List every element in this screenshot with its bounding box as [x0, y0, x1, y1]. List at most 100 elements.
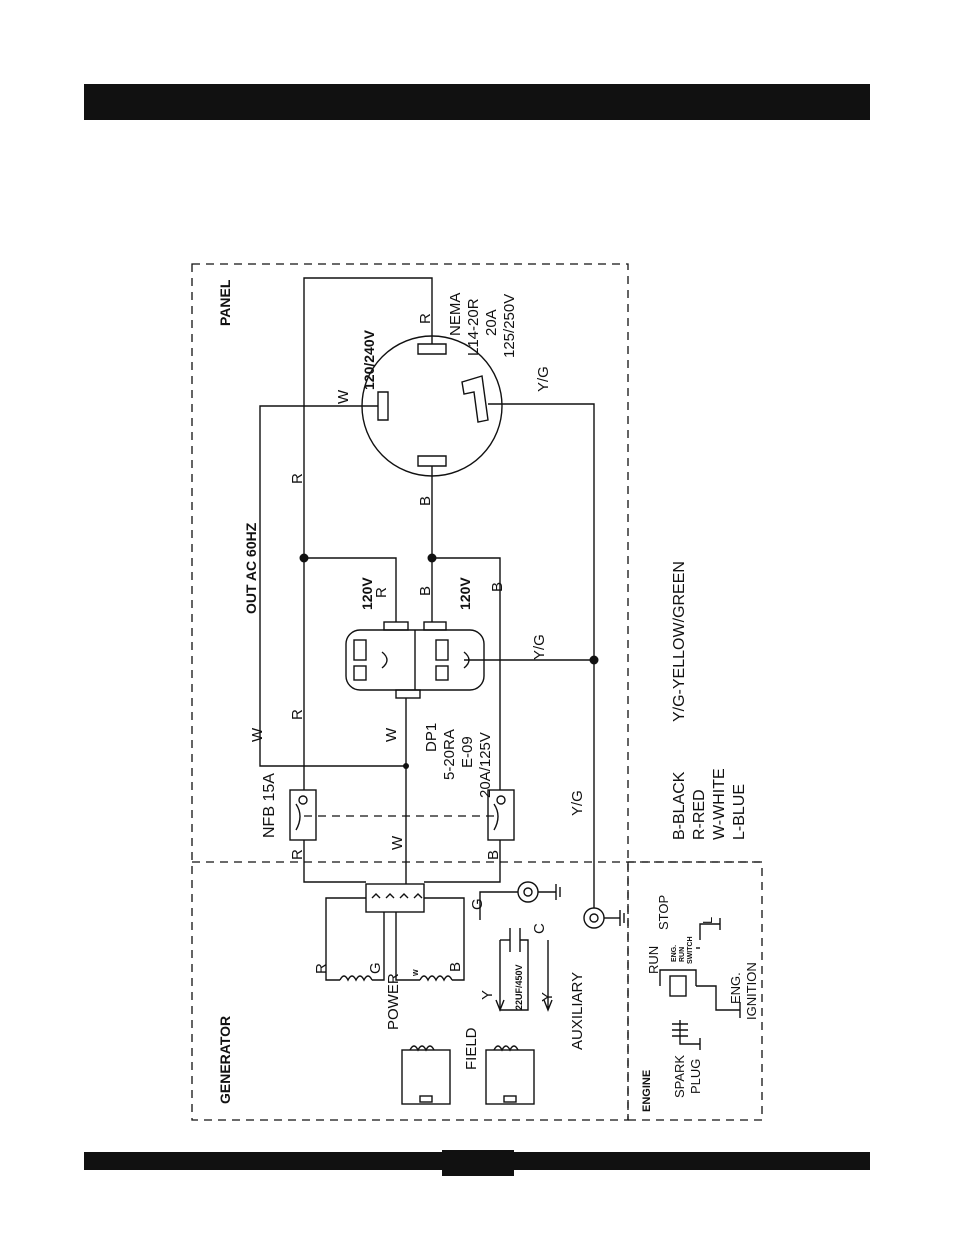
eng-ignition-label: ENG.	[728, 972, 743, 1004]
power-label: POWER	[385, 973, 402, 1030]
duplex-tab-w	[396, 690, 420, 698]
duplex-r-label: R	[373, 587, 390, 598]
wire-b-label-mid: B	[489, 582, 506, 592]
nema-label: NEMA	[447, 293, 464, 336]
junction-w	[403, 763, 409, 769]
terminal-arrows	[372, 894, 422, 898]
eng-switch-line-3: SWITCH	[687, 936, 694, 964]
duplex-tab-b	[424, 622, 446, 630]
aux-c-label: C	[531, 923, 548, 934]
legend-red: R-RED	[691, 789, 708, 840]
wire-w-label-lower: W	[389, 835, 406, 850]
twist-lock-slot-b	[418, 456, 446, 466]
plug-label: PLUG	[688, 1059, 703, 1094]
ground-terminal-1	[518, 882, 538, 902]
engine-l-label: L	[700, 917, 715, 924]
duplex-model: 5-20RA	[441, 729, 458, 780]
ground-terminals	[480, 882, 624, 928]
gen-w-small-label: W	[413, 969, 420, 976]
breaker-b-contact	[497, 796, 505, 804]
ignition-module	[670, 976, 686, 996]
twist-lock-r-label: R	[417, 313, 434, 324]
ignition-label: IGNITION	[744, 962, 759, 1020]
engine-stop-label: STOP	[656, 895, 671, 930]
duplex-yg-label: Y/G	[531, 634, 548, 660]
breaker-r-label: R	[289, 849, 306, 860]
generator-title: GENERATOR	[217, 1016, 233, 1104]
field-coil-1-diode	[420, 1096, 432, 1102]
wire-w-label-mid: W	[383, 727, 400, 742]
duplex-slot-1	[354, 640, 366, 660]
engine-run-label: RUN	[646, 946, 661, 974]
gen-g-ground-label: G	[469, 898, 486, 910]
junction-yg	[590, 656, 599, 665]
legend-black: B-BLACK	[671, 771, 688, 840]
twist-lock-receptacle	[362, 336, 502, 476]
duplex-name: DP1	[423, 723, 440, 752]
junction-b	[428, 554, 437, 563]
twist-lock-slot-w	[378, 392, 388, 420]
duplex-code: E-09	[459, 736, 476, 768]
field-label: FIELD	[463, 1027, 480, 1070]
junction-r	[300, 554, 309, 563]
auxiliary-label: AUXILIARY	[569, 972, 586, 1050]
capacitor-label: 22UF/450V	[514, 964, 524, 1010]
breaker-label: NFB 15A	[261, 773, 278, 838]
stop-wire	[700, 924, 720, 940]
outer-boundary	[192, 264, 628, 1120]
wire-w-main	[260, 406, 406, 766]
duplex-voltage-bottom: 120V	[457, 577, 473, 610]
breaker-r-lever	[296, 804, 300, 830]
duplex-slot-2	[354, 666, 366, 680]
twist-lock-voltage: 120/240V	[361, 329, 377, 390]
breaker-b-label: B	[485, 850, 502, 860]
duplex-tab-r	[384, 622, 408, 630]
ground-terminal-2	[584, 908, 604, 928]
ground-terminal-2-inner	[590, 914, 598, 922]
breaker-r	[290, 790, 316, 840]
wire-r-breaker	[304, 840, 366, 882]
twist-lock-slot-r	[418, 344, 446, 354]
duplex-slot-3	[436, 640, 448, 660]
wire-w-label-left: W	[249, 727, 266, 742]
wire-b-label-top: B	[417, 496, 434, 506]
gen-g-label: G	[367, 962, 384, 974]
breaker-b-lever	[494, 804, 498, 830]
duplex-rating: 20A/125V	[477, 732, 494, 798]
out-ac-label: OUT AC 60HZ	[243, 522, 259, 614]
ground-terminal-1-inner	[524, 888, 532, 896]
panel-title: PANEL	[217, 279, 233, 326]
duplex-b-label: B	[417, 586, 434, 596]
field-coil-2-diode	[504, 1096, 516, 1102]
duplex-receptacle	[346, 622, 484, 698]
gen-b-label: B	[447, 962, 464, 972]
terminal-block	[366, 884, 424, 912]
eng-switch-line-2: RUN	[679, 947, 686, 962]
ignition-loop	[660, 970, 696, 986]
aux-y-label-1: Y	[479, 990, 496, 1000]
twist-lock-w-label: W	[335, 389, 352, 404]
nema-model: L14-20R	[465, 298, 482, 356]
duplex-slot-4	[436, 666, 448, 680]
engine-title: ENGINE	[641, 1070, 653, 1112]
wire-gen-r	[326, 898, 366, 980]
wire-b-breaker	[424, 840, 500, 882]
legend-blue: L-BLUE	[731, 784, 748, 840]
twist-lock-outline	[362, 336, 502, 476]
duplex-ground-1	[382, 652, 387, 668]
aux-y-label-2: Y	[539, 992, 556, 1002]
eng-switch-line-1: ENG.	[671, 945, 678, 962]
wire-r-label-top: R	[289, 473, 306, 484]
nema-amps: 20A	[483, 309, 500, 336]
breaker-r-contact	[299, 796, 307, 804]
twist-lock-slot-g	[462, 376, 488, 422]
wire-yg-label-lower: Y/G	[569, 790, 586, 816]
legend-yg: Y/G-YELLOW/GREEN	[671, 561, 688, 722]
twist-lock-yg-label: Y/G	[535, 366, 552, 392]
legend-white: W-WHITE	[711, 768, 728, 840]
terminal-block-body	[366, 884, 424, 912]
spark-label: SPARK	[672, 1055, 687, 1098]
spark-plug-wire	[680, 1040, 700, 1044]
nema-rating: 125/250V	[501, 294, 518, 358]
